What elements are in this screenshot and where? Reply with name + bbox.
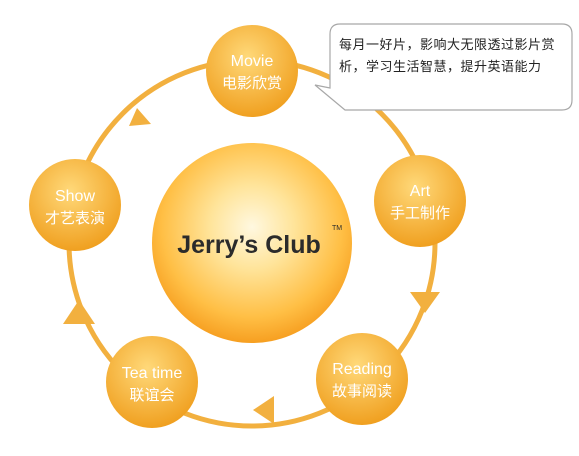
arrow-tea-to-show bbox=[63, 300, 95, 324]
node-art-zh: 手工制作 bbox=[390, 205, 450, 222]
node-art-en: Art bbox=[410, 183, 431, 200]
node-art: Art 手工制作 bbox=[374, 155, 466, 247]
node-tea-circle bbox=[106, 336, 198, 428]
node-reading-en: Reading bbox=[332, 361, 392, 378]
arrow-show-to-movie bbox=[129, 108, 151, 126]
node-tea-en: Tea time bbox=[122, 365, 183, 382]
node-tea-zh: 联谊会 bbox=[129, 387, 174, 404]
node-art-circle bbox=[374, 155, 466, 247]
arrow-reading-to-tea bbox=[253, 396, 274, 424]
callout-bubble bbox=[314, 23, 573, 111]
center-circle bbox=[152, 143, 352, 343]
node-show-zh: 才艺表演 bbox=[45, 210, 105, 227]
node-show-circle bbox=[29, 159, 121, 251]
node-reading: Reading 故事阅读 bbox=[316, 333, 408, 425]
node-movie-zh: 电影欣赏 bbox=[222, 75, 282, 92]
node-tea: Tea time 联谊会 bbox=[106, 336, 198, 428]
node-show-en: Show bbox=[55, 188, 95, 205]
node-reading-zh: 故事阅读 bbox=[332, 383, 392, 400]
node-movie-circle bbox=[206, 25, 298, 117]
node-movie-en: Movie bbox=[231, 53, 274, 70]
center-trademark: TM bbox=[332, 225, 342, 232]
callout-text: 每月一好片，影响大无限透过影片赏析，学习生活智慧，提升英语能力 bbox=[339, 38, 556, 75]
center-title: Jerry’s Club bbox=[177, 231, 321, 259]
node-reading-circle bbox=[316, 333, 408, 425]
node-movie: Movie 电影欣赏 bbox=[206, 25, 298, 117]
node-show: Show 才艺表演 bbox=[29, 159, 121, 251]
arrow-art-to-reading bbox=[410, 292, 440, 313]
